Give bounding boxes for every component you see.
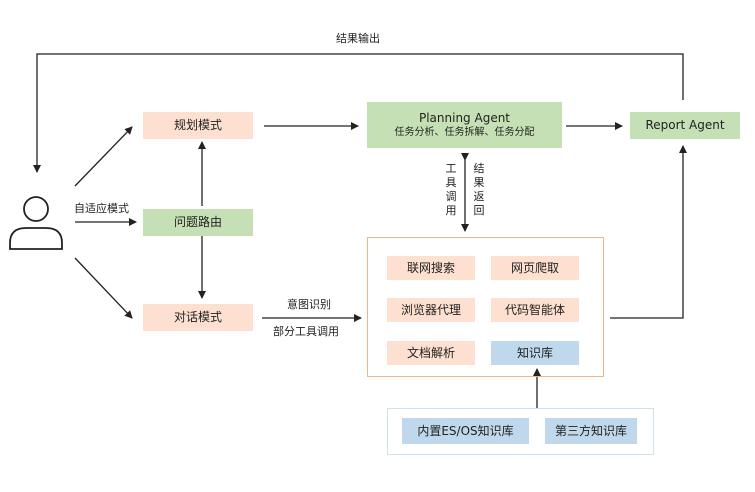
- report-agent-node: Report Agent: [630, 112, 740, 139]
- user-icon: [9, 196, 63, 250]
- tool-web-crawl: 网页爬取: [491, 256, 579, 280]
- planning-agent-title: Planning Agent: [418, 111, 511, 125]
- intent-recognition-label: 意图识别: [287, 298, 331, 311]
- tools-frame: [367, 237, 604, 377]
- tool-knowledge-base: 知识库: [491, 341, 579, 365]
- planning-mode-node: 规划模式: [143, 112, 253, 139]
- kb-frame: [387, 408, 654, 455]
- tool-doc-parse: 文档解析: [387, 341, 475, 365]
- kb-builtin: 内置ES/OS知识库: [402, 418, 529, 444]
- tool-call-label: 工具调用: [445, 162, 457, 217]
- arrow-tools-to-report: [610, 145, 687, 319]
- tool-code-agent: 代码智能体: [491, 298, 579, 322]
- question-routing-node: 问题路由: [143, 209, 253, 236]
- kb-third-party: 第三方知识库: [545, 418, 637, 444]
- arrow-user-to-chat: [74, 257, 133, 319]
- tool-web-search: 联网搜索: [387, 256, 475, 280]
- planning-agent-node: Planning Agent 任务分析、任务拆解、任务分配: [367, 102, 562, 148]
- result-return-label: 结果返回: [473, 162, 485, 217]
- adaptive-mode-label: 自适应模式: [74, 202, 129, 215]
- tool-browser-proxy: 浏览器代理: [387, 298, 475, 322]
- chat-mode-node: 对话模式: [143, 304, 253, 331]
- partial-tool-call-label: 部分工具调用: [273, 325, 339, 338]
- result-output-arrow: [33, 53, 684, 173]
- planning-agent-subtitle: 任务分析、任务拆解、任务分配: [394, 127, 535, 138]
- arrow-user-to-planning: [74, 126, 133, 187]
- result-output-label: 结果输出: [336, 32, 380, 45]
